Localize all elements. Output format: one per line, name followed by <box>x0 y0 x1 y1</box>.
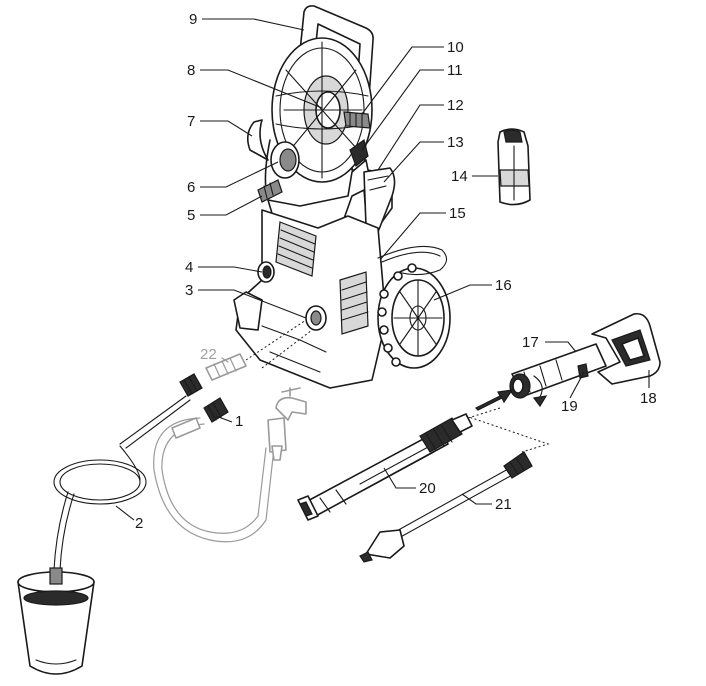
garden-hose-coupling <box>267 417 287 453</box>
suction-hose <box>119 395 191 449</box>
leader-12 <box>377 104 444 171</box>
callout-18: 18 <box>640 390 657 407</box>
gun-bayonet-coupling <box>509 373 531 399</box>
leader-7 <box>200 120 253 137</box>
spray-lance-vario <box>297 413 473 521</box>
callout-21: 21 <box>495 496 512 513</box>
transport-wheel <box>377 263 451 369</box>
garden-hose-loop <box>153 417 275 543</box>
rotate-arrowhead-icon <box>532 395 548 408</box>
front-grille <box>275 221 317 277</box>
reel-hose-connector <box>343 111 371 129</box>
callout-6: 6 <box>187 179 195 196</box>
leader-20 <box>383 467 416 489</box>
leader-8 <box>200 69 323 109</box>
water-inlet <box>305 305 327 331</box>
suction-hose-drop <box>53 491 75 571</box>
leader-5 <box>200 195 263 216</box>
leader-22 <box>221 357 229 363</box>
water-filter <box>205 353 247 381</box>
leader-19 <box>569 371 585 399</box>
dirt-blaster-lance <box>359 451 533 563</box>
pressure-washer-unit <box>233 5 451 389</box>
pressure-control-dial <box>270 141 300 179</box>
callout-14: 14 <box>451 168 468 185</box>
garden-hose-not-included <box>153 387 307 543</box>
callout-1: 1 <box>235 413 243 430</box>
callout-5: 5 <box>187 207 195 224</box>
leader-6 <box>200 161 279 188</box>
hose-guide <box>349 138 369 168</box>
side-grille <box>339 271 369 335</box>
trigger-gun <box>474 312 661 411</box>
power-switch <box>257 261 275 283</box>
callout-8: 8 <box>187 62 195 79</box>
callout-2: 2 <box>135 515 143 532</box>
leader-16 <box>433 284 492 301</box>
callout-10: 10 <box>447 39 464 56</box>
callout-leaders <box>115 18 650 521</box>
callout-9: 9 <box>189 11 197 28</box>
callout-17: 17 <box>522 334 539 351</box>
lance-guide-dotted <box>465 407 550 453</box>
inlet-coupling <box>203 397 229 423</box>
high-pressure-outlet <box>257 179 283 203</box>
power-cord <box>377 245 448 276</box>
accessory-holder <box>246 119 269 161</box>
leader-11 <box>361 69 444 151</box>
leader-1 <box>215 415 233 423</box>
callout-12: 12 <box>447 97 464 114</box>
leader-17 <box>545 341 577 353</box>
leader-3 <box>198 289 307 319</box>
gun-holder <box>363 167 396 233</box>
callout-11: 11 <box>447 62 463 79</box>
callout-labels: 1 2 3 4 5 6 7 8 9 10 11 12 13 14 15 16 1… <box>135 11 657 532</box>
gun-grip-inner <box>621 337 645 361</box>
callout-4: 4 <box>185 259 193 276</box>
callout-22: 22 <box>200 346 217 363</box>
insert-arrow-icon <box>474 389 514 411</box>
callout-16: 16 <box>495 277 512 294</box>
leader-13 <box>383 141 444 183</box>
leader-2 <box>115 505 135 521</box>
leader-15 <box>379 212 446 261</box>
suction-hose-coil <box>53 445 147 505</box>
garden-hose-fitting <box>171 417 201 439</box>
trigger-safety-lock <box>577 363 589 379</box>
leader-21 <box>461 493 492 505</box>
detergent-container <box>17 567 95 675</box>
hose-reel <box>271 37 373 183</box>
callout-19: 19 <box>561 398 578 415</box>
leader-10 <box>361 46 444 115</box>
callout-20: 20 <box>419 480 436 497</box>
leader-4 <box>198 266 263 273</box>
leader-9 <box>202 18 305 31</box>
filter-guide-dotted <box>245 319 313 369</box>
callout-15: 15 <box>449 205 466 222</box>
holder-clip <box>367 175 389 191</box>
callout-13: 13 <box>447 134 464 151</box>
water-tap <box>275 387 307 421</box>
suction-hose-assembly <box>17 373 229 675</box>
callout-7: 7 <box>187 113 195 130</box>
callout-3: 3 <box>185 282 193 299</box>
base-slot <box>261 325 327 373</box>
detergent-bottle <box>497 128 531 206</box>
hose-connector-top <box>179 373 203 397</box>
